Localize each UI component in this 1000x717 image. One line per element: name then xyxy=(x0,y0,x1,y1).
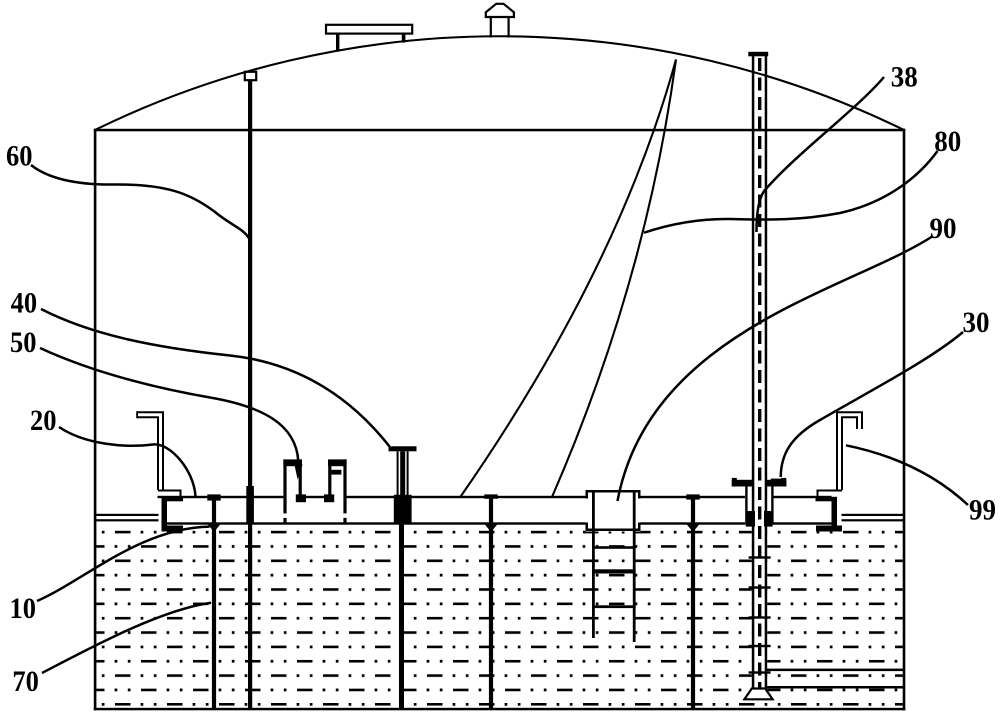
svg-text:38: 38 xyxy=(891,61,918,94)
svg-text:70: 70 xyxy=(12,665,39,698)
svg-text:80: 80 xyxy=(934,125,961,158)
svg-text:50: 50 xyxy=(10,326,37,359)
svg-text:30: 30 xyxy=(963,306,990,339)
svg-text:60: 60 xyxy=(6,140,33,173)
svg-text:99: 99 xyxy=(969,494,996,527)
svg-text:90: 90 xyxy=(930,212,957,245)
svg-text:10: 10 xyxy=(10,592,37,625)
svg-text:20: 20 xyxy=(30,404,57,437)
svg-text:40: 40 xyxy=(11,287,37,320)
